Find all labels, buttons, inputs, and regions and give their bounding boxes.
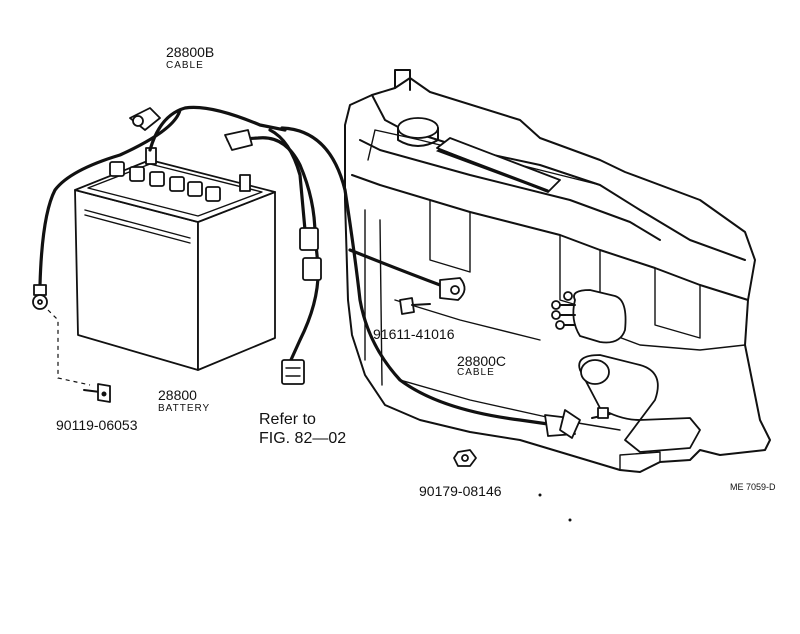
- distributor: [551, 289, 627, 344]
- cable-28800b: [32, 105, 322, 386]
- engine-block: [344, 69, 771, 473]
- label-cable-b-part: 28800B: [166, 44, 215, 60]
- label-bolt-battery: 90119-06053: [56, 417, 138, 433]
- label-cable-c-name: CABLE: [457, 367, 495, 378]
- figure-code: ME 7059-D: [730, 482, 776, 492]
- label-cable-c-part: 28800C: [457, 353, 507, 369]
- label-nut: 90179-08146: [419, 483, 502, 499]
- nut-90179-08146: [453, 449, 477, 467]
- label-refer-line2: FIG. 82—02: [259, 430, 347, 447]
- label-bolt-ground: 91611-41016: [373, 326, 455, 342]
- battery: [74, 147, 276, 371]
- label-refer-line1: Refer to: [259, 411, 316, 428]
- label-cable-b-name: CABLE: [166, 60, 204, 71]
- label-battery-part: 28800: [158, 387, 197, 403]
- cable-28800c: [280, 126, 581, 439]
- label-battery-name: BATTERY: [158, 403, 211, 414]
- bolt-91611-41016: [399, 297, 431, 315]
- bolt-90119-06053: [83, 383, 111, 403]
